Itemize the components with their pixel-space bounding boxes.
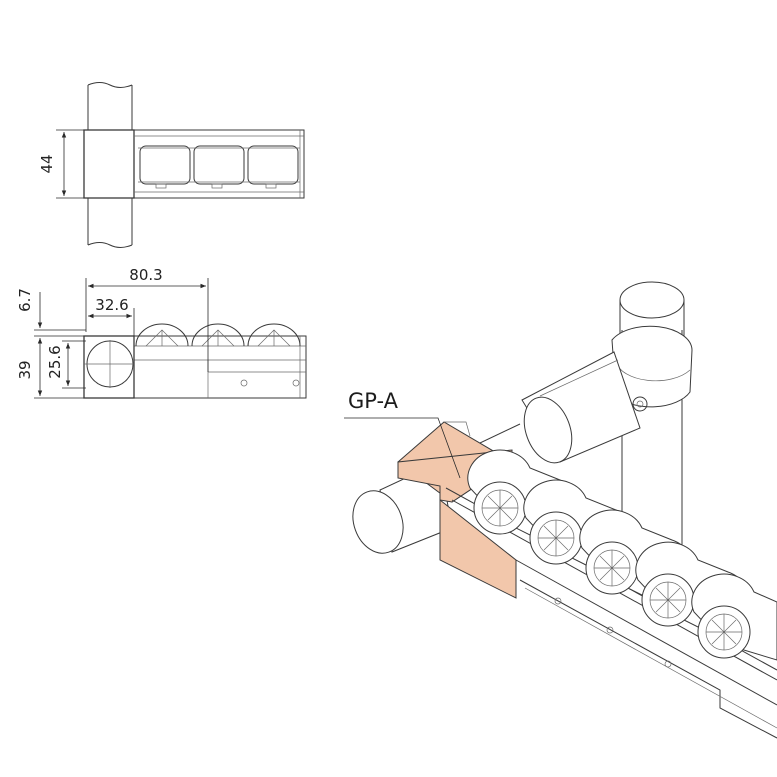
iso-view: GP-A <box>344 281 777 739</box>
gp-a-callout-label: GP-A <box>348 389 399 413</box>
side-view: 80.3 32.6 6.7 39 25.6 <box>16 266 307 399</box>
side-dim-total-width: 80.3 <box>129 266 162 284</box>
top-view: 44 <box>38 82 305 248</box>
side-dim-inner-width: 32.6 <box>95 296 128 314</box>
top-dim-height: 44 <box>38 154 56 173</box>
side-dim-top-offset: 6.7 <box>16 288 34 312</box>
side-dim-inner-height: 25.6 <box>46 345 64 378</box>
iso-rollers <box>467 449 777 661</box>
side-dim-height: 39 <box>16 360 34 379</box>
